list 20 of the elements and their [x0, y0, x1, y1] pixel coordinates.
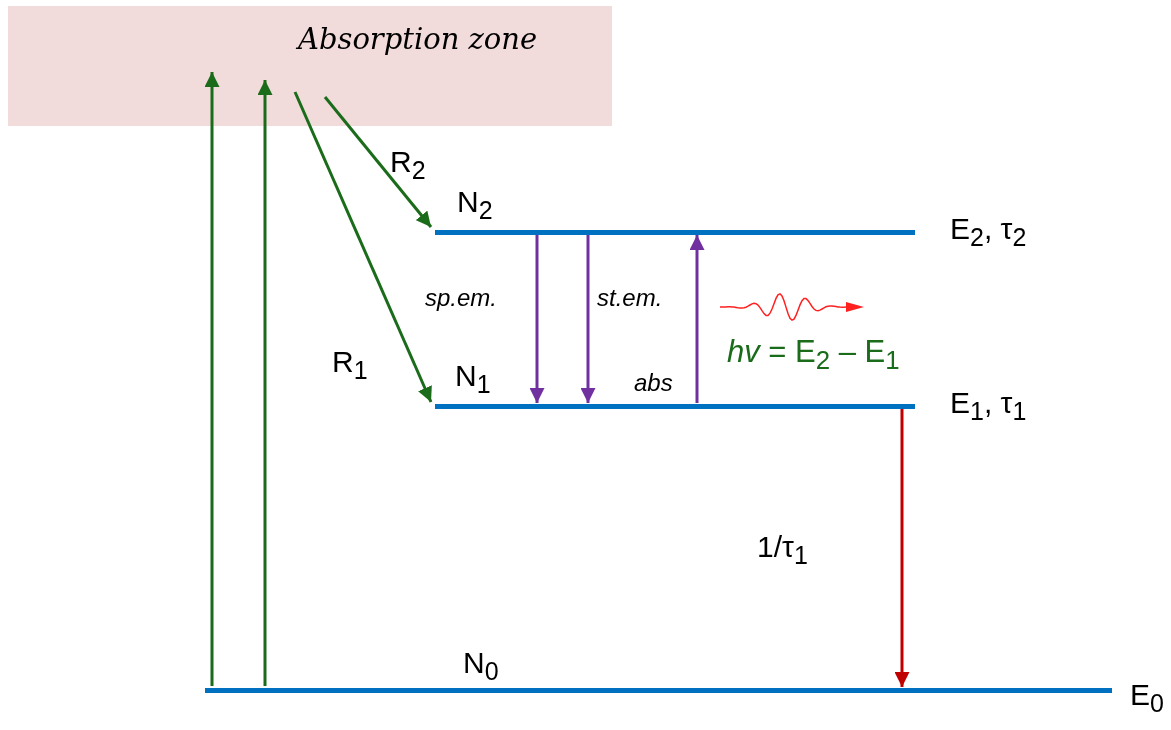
- transition-arrow: [257, 80, 273, 686]
- transition-arrow: [323, 96, 433, 228]
- energy-label: E$_{1}$, τ$_{1}$: [950, 386, 1027, 426]
- population-label: N$_{2}$: [457, 185, 493, 225]
- edge-label: 1/τ$_{1}$: [757, 530, 808, 570]
- transition-arrow: [529, 235, 545, 403]
- transition-arrow: [894, 409, 910, 687]
- transition-arrow: [293, 91, 433, 403]
- edge-label: R$_{2}$: [390, 145, 426, 185]
- transition-arrow: [689, 235, 705, 403]
- population-label: N$_{0}$: [463, 646, 499, 686]
- transition-arrow: [204, 72, 220, 686]
- energy-label: E$_{2}$, τ$_{2}$: [950, 212, 1027, 252]
- edge-label: R$_{1}$: [332, 345, 368, 385]
- absorption-zone-band: [8, 6, 612, 126]
- energy-equation: hv = E$_{2}$ – E$_{1}$: [727, 335, 900, 375]
- transition-arrow: [580, 235, 596, 403]
- zone-title: Absorption zone: [298, 24, 538, 56]
- energy-label: E$_{0}$: [1130, 678, 1164, 718]
- population-label: N$_{1}$: [455, 359, 491, 399]
